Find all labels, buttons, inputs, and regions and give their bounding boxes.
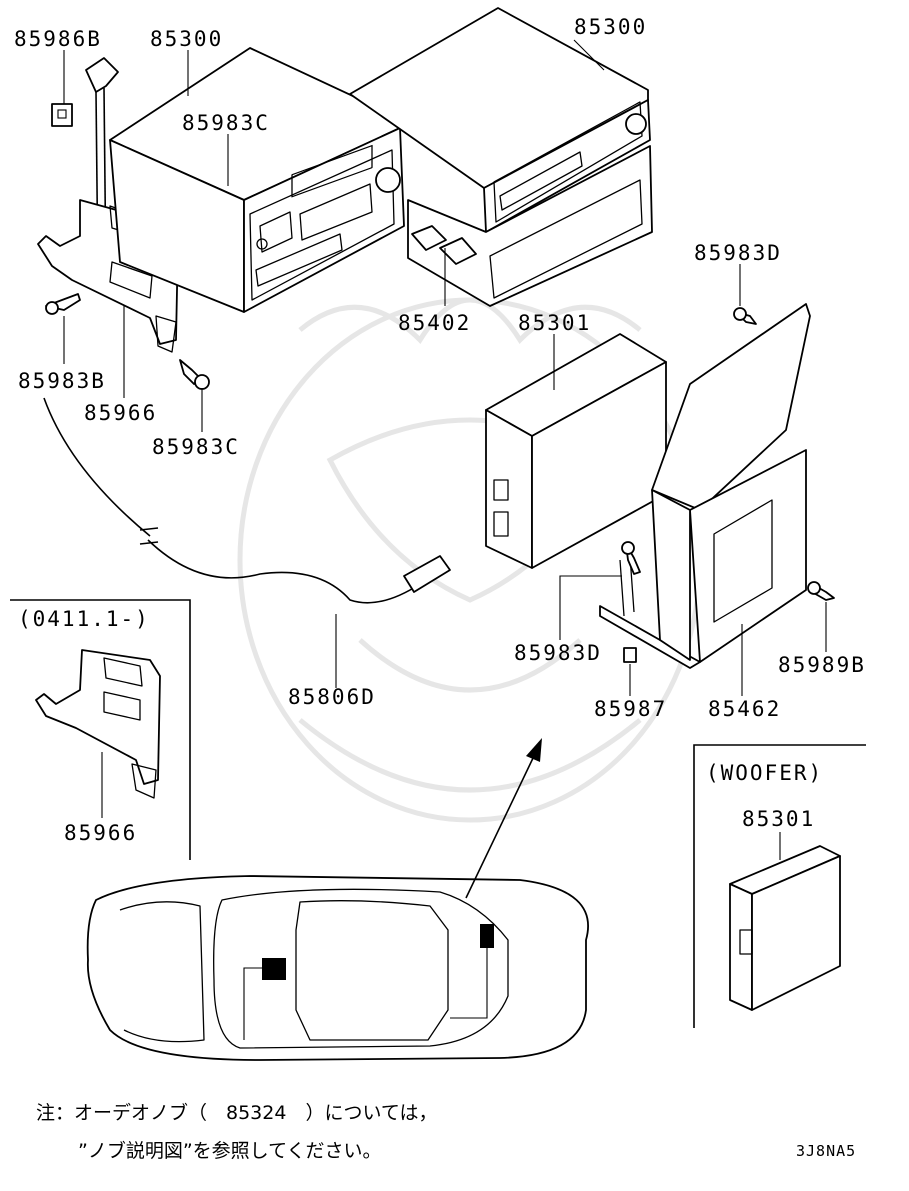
label-85402: 85402: [398, 311, 471, 335]
footnote-line-1: 注：オーデオノブ（ 85324 ）については，: [36, 1102, 438, 1124]
label-85983C-bottom: 85983C: [152, 435, 240, 459]
screw-85983B: [45, 293, 81, 315]
woofer-inset: [693, 744, 866, 1028]
woofer-inset-title: (WOOFER): [706, 761, 823, 785]
leader-lines: [63, 39, 827, 860]
part-labels: 85986B 85300 85300 85983C 85983D 85402 8…: [14, 15, 866, 845]
label-85983D-top: 85983D: [694, 241, 782, 265]
label-85986B: 85986B: [14, 27, 102, 51]
amplifier-85301: [485, 333, 667, 569]
clip-85986B: [51, 103, 73, 127]
label-85462: 85462: [708, 697, 781, 721]
vehicle-top-view: [86, 738, 589, 1061]
label-85987: 85987: [594, 697, 667, 721]
variant-inset-title: (0411.1-): [18, 607, 150, 631]
label-85983B: 85983B: [18, 369, 106, 393]
bracket-85462: [599, 303, 811, 669]
label-85989B: 85989B: [778, 653, 866, 677]
screw-85989B: [807, 581, 835, 601]
label-85806D: 85806D: [288, 685, 376, 709]
variant-inset: [10, 599, 191, 860]
label-85983C-top: 85983C: [182, 111, 270, 135]
label-85300-right: 85300: [574, 15, 647, 39]
screw-85983C-bottom: [179, 359, 210, 390]
label-85301-main: 85301: [518, 311, 591, 335]
screw-85983D-top: [733, 307, 757, 325]
label-85300-left: 85300: [150, 27, 223, 51]
label-85966-main: 85966: [84, 401, 157, 425]
nut-85987: [623, 647, 637, 663]
head-unit-85300-left: [109, 47, 405, 313]
footnote-line-2: ”ノブ説明図”を参照してください。: [78, 1140, 382, 1162]
diagram-code: 3J8NA5: [796, 1142, 857, 1160]
label-85301-woofer: 85301: [742, 807, 815, 831]
cable-85806D: [43, 397, 451, 604]
label-85966-inset: 85966: [64, 821, 137, 845]
head-unit-85300-right: [349, 7, 653, 307]
screw-85983D-mid: [621, 541, 641, 575]
label-85983D-mid: 85983D: [514, 641, 602, 665]
